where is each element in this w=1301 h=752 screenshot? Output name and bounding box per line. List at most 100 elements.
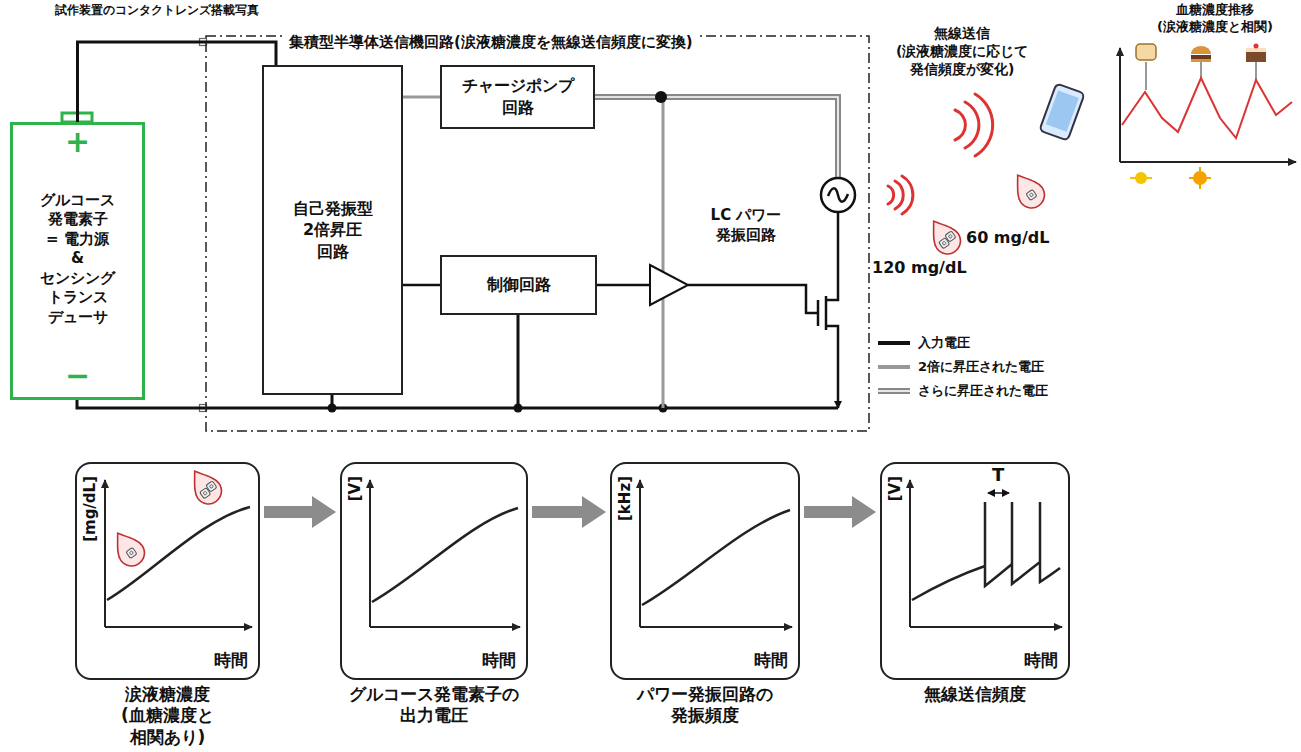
node-text: 自己発振型 2倍昇圧 回路	[293, 198, 373, 263]
sun-icon	[1130, 172, 1152, 184]
tear-drop-icons	[1007, 168, 1050, 213]
radio-waves	[975, 94, 993, 156]
region-title: 集積型半導体送信機回路(涙液糖濃度を無線送信頻度に変換)	[285, 33, 697, 52]
radio-waves	[888, 94, 993, 214]
transistor-symbol	[826, 326, 838, 408]
wireless-label: 無線送信 (涙液糖濃度に応じて 発信頻度が変化)	[896, 24, 1028, 79]
ground-wire	[77, 400, 838, 408]
panel-graphs	[105, 480, 1062, 627]
power-source-box: +グルコース 発電素子 = 電力源 & センシング トランス デューサ−	[10, 122, 145, 400]
axis-label: [V]	[886, 476, 904, 501]
tear-drop-icons	[923, 214, 966, 259]
axis-label: [kHz]	[616, 476, 634, 521]
double-boosted-wire	[595, 97, 838, 178]
panel-graphs	[910, 626, 1062, 628]
period-label: T	[992, 464, 1004, 485]
panel-drop-icons	[184, 464, 227, 509]
panel-caption: パワー発振回路の 発振頻度	[637, 684, 773, 727]
panel-graphs	[642, 510, 790, 605]
flow-arrow	[264, 506, 312, 518]
cake-icon	[1246, 48, 1266, 52]
axis-label: 時間	[482, 649, 516, 672]
legend-text: 入力電圧	[918, 334, 970, 352]
panel-drop-icons	[107, 526, 150, 571]
burger-icon	[1191, 55, 1211, 59]
process-box: 自己発振型 2倍昇圧 回路	[262, 65, 403, 395]
glucose-trend-chart	[1120, 161, 1296, 163]
transistor-symbol	[826, 212, 838, 300]
wire	[403, 284, 440, 287]
panel-graphs	[370, 626, 520, 628]
axis-label: 時間	[1024, 649, 1058, 672]
chart-title: 血糖濃度推移 (涙液糖濃度と相関)	[1157, 2, 1273, 36]
transistor-symbol	[817, 300, 820, 326]
legend-text: さらに昇圧された電圧	[918, 382, 1048, 400]
panel-graphs	[988, 492, 1009, 494]
graph-panel: [mg/dL]時間涙液糖濃度(血糖濃度と 相関あり)	[75, 462, 260, 680]
dashed-outline	[206, 36, 869, 431]
panel-caption: 無線送信頻度	[924, 684, 1026, 705]
legend-sample	[878, 390, 910, 392]
panel-graphs	[107, 507, 250, 600]
amplifier-symbol	[650, 265, 688, 305]
axis-label: 時間	[754, 649, 788, 672]
cake-icon	[1246, 44, 1266, 63]
smartphone-icon	[1039, 83, 1084, 140]
axis-label: 時間	[214, 649, 248, 672]
node-text: グルコース 発電素子 = 電力源 & センシング トランス デューサ	[40, 191, 115, 328]
circuit-wires	[77, 39, 855, 413]
legend-samples	[878, 343, 910, 391]
graph-panel: [kHz]時間パワー発振回路の 発振頻度	[610, 462, 800, 680]
bread-icon	[1136, 44, 1156, 60]
panel-graphs	[104, 480, 106, 627]
node-text: チャージポンプ 回路	[462, 75, 574, 118]
panel-drop-icons	[184, 464, 227, 509]
flow-arrow	[804, 506, 852, 518]
cake-icon	[1254, 44, 1259, 49]
process-box: チャージポンプ 回路	[440, 65, 595, 129]
panel-graphs	[912, 502, 1060, 600]
tear-drop-icons	[923, 214, 966, 259]
panel-drop-icons	[126, 547, 137, 558]
legend-sample	[878, 388, 910, 394]
wire	[403, 96, 440, 99]
panel-graphs	[639, 480, 641, 627]
junction-dot	[514, 404, 523, 413]
smartphone-icon	[1039, 83, 1084, 140]
process-box: 制御回路	[440, 255, 597, 315]
legend-sample	[878, 341, 910, 345]
circuit-label: LC パワー 発振回路	[700, 206, 792, 245]
flow-arrow	[532, 506, 582, 518]
boosted-wire	[662, 97, 665, 408]
control-wire	[597, 284, 650, 287]
ground-tap	[517, 315, 520, 408]
oscillator-symbol	[821, 178, 855, 212]
radio-waves	[902, 176, 913, 214]
panel-graphs	[640, 626, 792, 628]
oscillator-symbol	[828, 188, 848, 201]
smartphone-icon	[1046, 90, 1079, 131]
transistor-symbol	[818, 212, 838, 408]
panel-graphs	[105, 626, 252, 628]
legend-text: 2倍に昇圧された電圧	[918, 358, 1044, 376]
sun-icon	[1189, 167, 1211, 189]
photo-caption: 試作装置のコンタクトレンズ搭載写真	[55, 2, 259, 19]
glucose-trend-chart	[1119, 48, 1121, 162]
radio-waves	[888, 186, 894, 204]
sign-label: +	[65, 127, 90, 157]
value-label: 120 mg/dL	[872, 258, 967, 277]
tear-drop-icons	[1026, 189, 1037, 200]
sun-icon	[1189, 167, 1211, 189]
graph-panel: [V]時間グルコース発電素子の 出力電圧	[340, 462, 528, 680]
panel-graphs	[372, 508, 518, 602]
junction-dot	[328, 404, 337, 413]
burger-icon	[1191, 46, 1211, 54]
panel-graphs	[369, 480, 371, 627]
node-text: 制御回路	[487, 274, 551, 296]
tear-drop-icons	[1007, 168, 1050, 213]
panel-graphs	[909, 480, 911, 627]
panel-caption: 涙液糖濃度(血糖濃度と 相関あり)	[121, 684, 214, 748]
value-label: 60 mg/dL	[966, 228, 1049, 247]
